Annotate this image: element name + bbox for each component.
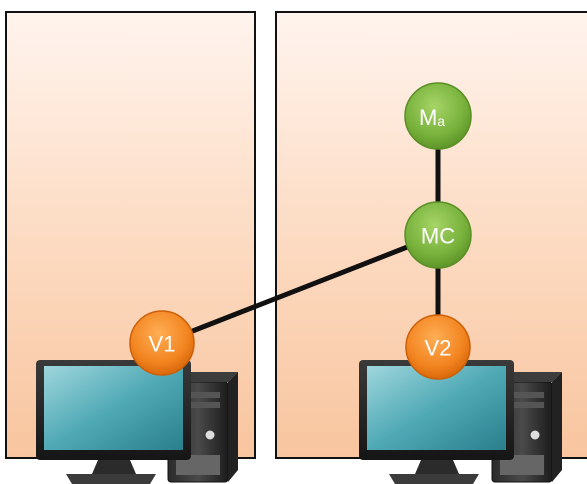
desktop-computer-icon — [36, 360, 238, 484]
node-v1-label: V1 — [149, 332, 176, 357]
node-v2: V2 — [405, 314, 471, 380]
right-computer — [359, 360, 562, 484]
node-ma: Ma — [404, 82, 472, 150]
desktop-computer-icon — [359, 360, 562, 484]
node-ma-label: Ma — [419, 105, 445, 130]
node-v2-label: V2 — [425, 336, 452, 361]
node-v1: V1 — [129, 310, 195, 376]
node-mc-label: MC — [421, 224, 455, 249]
edge-mc-v1 — [161, 232, 439, 346]
node-mc: MC — [404, 201, 472, 269]
left-computer — [36, 360, 238, 484]
